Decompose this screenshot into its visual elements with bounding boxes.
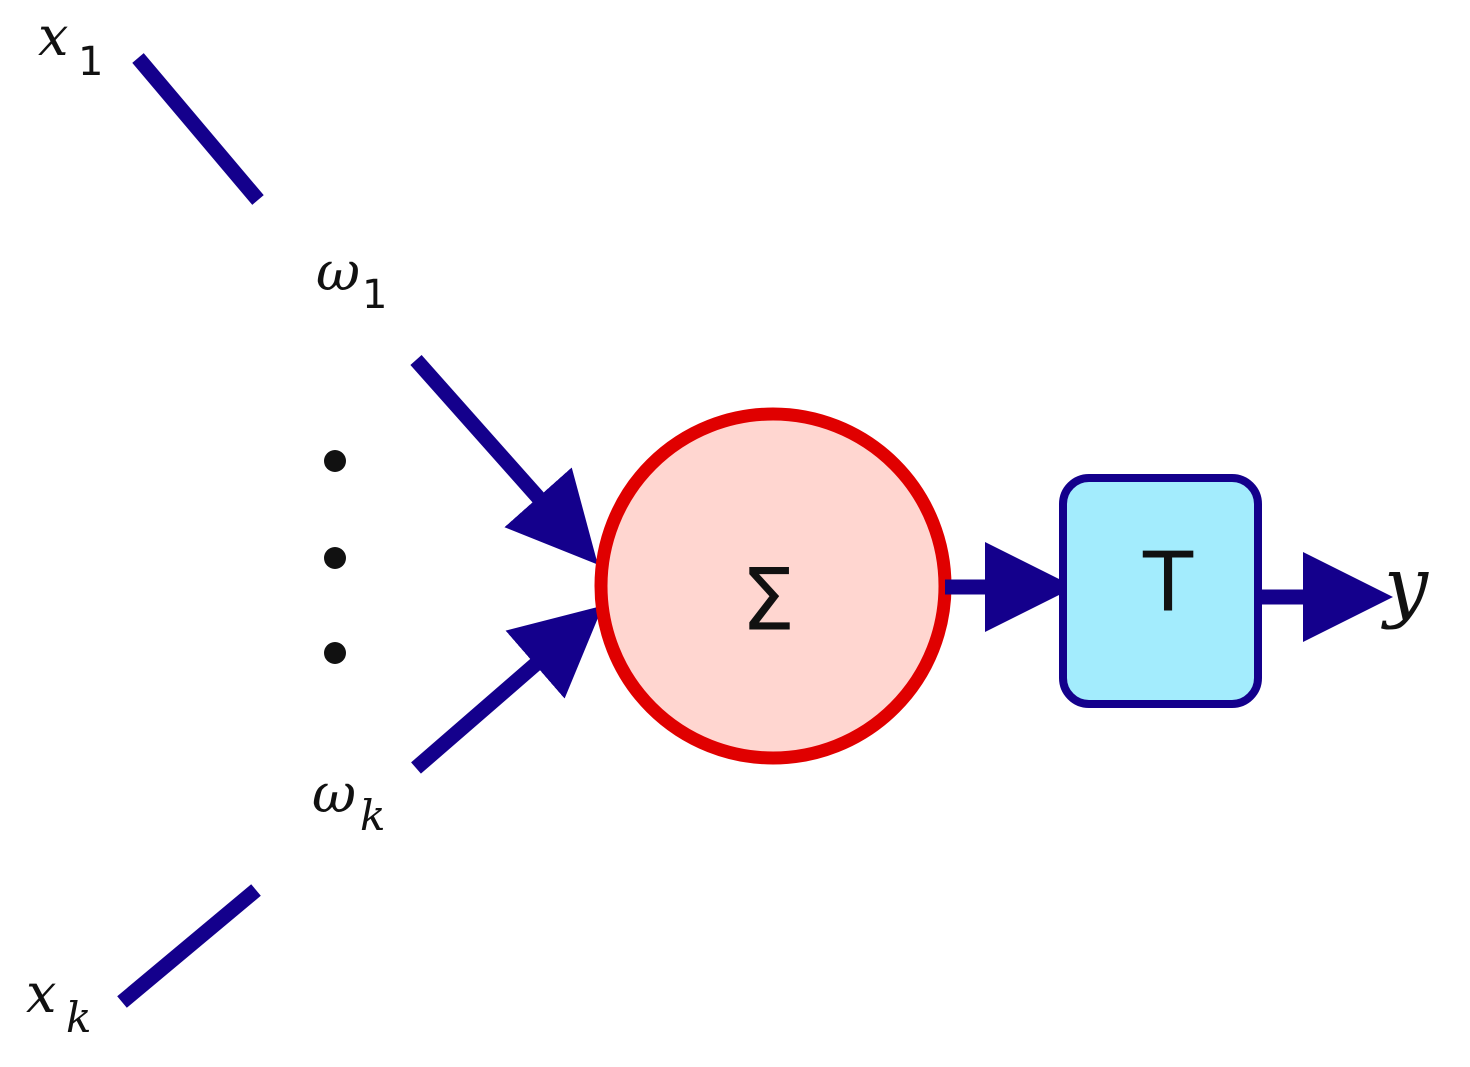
- x1-base: x: [38, 5, 68, 68]
- ellipsis-dot: [324, 547, 346, 569]
- threshold-symbol: T: [1142, 535, 1194, 630]
- ellipsis-dot: [324, 642, 346, 664]
- xk-base: x: [26, 962, 56, 1025]
- w1-subscript: 1: [362, 272, 387, 318]
- w1-base: ω: [316, 240, 360, 303]
- input-line-x1: [132, 53, 264, 205]
- weight-arrow-wk: [411, 605, 604, 774]
- input-label-x1: x 1: [38, 5, 103, 85]
- weight-label-wk: ω k: [312, 762, 385, 840]
- summation-node: Σ: [594, 407, 952, 765]
- summation-symbol: Σ: [741, 550, 795, 650]
- ellipsis-dots: [324, 450, 346, 664]
- output-label-y: y: [1381, 541, 1429, 631]
- xk-subscript: k: [66, 993, 91, 1042]
- weight-label-w1: ω 1: [316, 240, 387, 318]
- weight-arrow-w1: [410, 355, 598, 565]
- input-label-xk: x k: [26, 962, 91, 1042]
- threshold-node: T: [1059, 474, 1262, 708]
- ellipsis-dot: [324, 450, 346, 472]
- x1-subscript: 1: [78, 39, 103, 85]
- wk-base: ω: [312, 762, 356, 825]
- threshold-box: [1059, 474, 1262, 708]
- input-line-xk: [117, 884, 261, 1008]
- wk-subscript: k: [360, 791, 385, 840]
